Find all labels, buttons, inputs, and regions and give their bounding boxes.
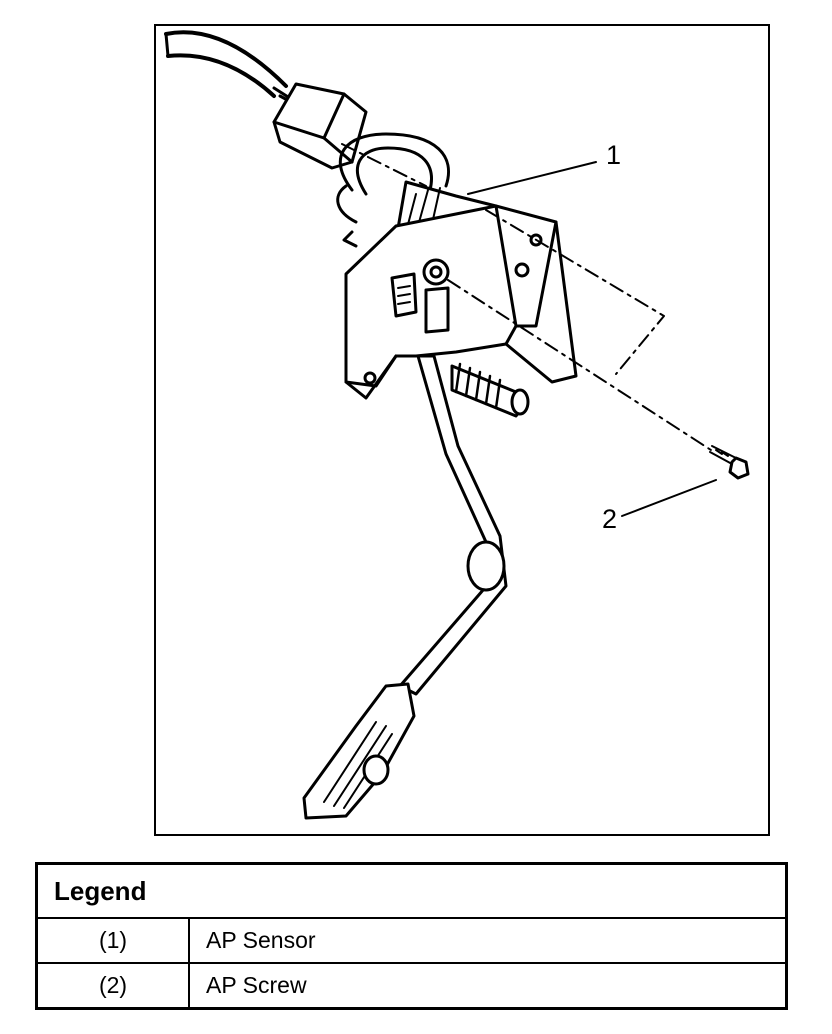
callout-2-leader bbox=[621, 479, 717, 517]
legend-number: (1) bbox=[35, 917, 190, 964]
ap-screw bbox=[709, 445, 750, 480]
pedal-assembly-illustration bbox=[164, 30, 750, 820]
legend-number: (2) bbox=[35, 962, 190, 1010]
pedal-bracket bbox=[344, 204, 578, 400]
legend-row: (2) AP Screw bbox=[35, 962, 788, 1010]
legend-table: Legend (1) AP Sensor (2) AP Screw bbox=[35, 862, 788, 1010]
sensor-alignment-line bbox=[485, 209, 665, 375]
callout-1-leader bbox=[467, 161, 597, 195]
return-spring bbox=[450, 362, 530, 418]
screw-alignment-line bbox=[447, 279, 715, 453]
pedal-arm bbox=[398, 354, 508, 696]
callout-1-label: 1 bbox=[606, 140, 622, 170]
wiring-harness bbox=[164, 30, 304, 110]
callout-2-label: 2 bbox=[602, 504, 618, 534]
legend-title: Legend bbox=[35, 862, 788, 919]
legend-description: AP Screw bbox=[188, 962, 788, 1010]
sensor-wiring-loop bbox=[336, 132, 450, 248]
diagram-frame: 1 2 bbox=[154, 24, 770, 836]
connector-alignment-line bbox=[341, 143, 427, 187]
sensor-connector bbox=[272, 82, 368, 170]
legend-row: (1) AP Sensor bbox=[35, 917, 788, 964]
pedal-pad bbox=[302, 682, 416, 820]
pivot-hub bbox=[390, 258, 450, 334]
legend-description: AP Sensor bbox=[188, 917, 788, 964]
